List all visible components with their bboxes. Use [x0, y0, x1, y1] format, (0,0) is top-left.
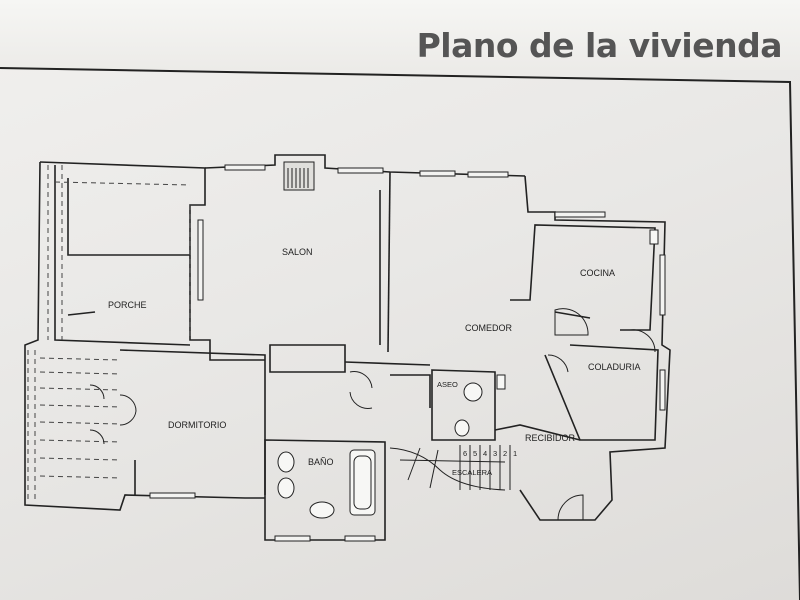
room-label-aseo: ASEO — [437, 380, 458, 389]
room-label-comedor: COMEDOR — [465, 323, 513, 333]
room-label-recibidor: RECIBIDOR — [525, 433, 576, 443]
stair-step-number: 3 — [493, 449, 497, 458]
chimney — [283, 161, 315, 191]
door-swings — [89, 308, 656, 521]
staircase — [389, 445, 511, 491]
frame-border — [0, 67, 800, 600]
page-title: Plano de la vivienda — [416, 26, 783, 65]
room-label-escalera: ESCALERA — [452, 468, 492, 477]
fixtures — [277, 229, 659, 519]
room-label-coladuria: COLADURIA — [588, 362, 641, 372]
stair-step-number: 2 — [503, 449, 507, 458]
room-label-dormitorio: DORMITORIO — [168, 420, 226, 430]
room-label-bano: BAÑO — [308, 457, 334, 467]
room-label-salon: SALON — [282, 247, 313, 257]
room-label-cocina: COCINA — [580, 268, 615, 278]
room-label-porche: PORCHE — [108, 300, 147, 310]
paper-header-strip — [0, 0, 800, 70]
stair-step-number: 4 — [483, 449, 487, 458]
stair-step-number: 6 — [463, 449, 467, 458]
stair-step-number: 1 — [513, 449, 517, 458]
stair-step-numbers: 6 5 4 3 2 1 — [463, 449, 517, 458]
pergola-lines — [27, 165, 191, 500]
stair-step-number: 5 — [473, 449, 477, 458]
windows — [149, 164, 666, 542]
